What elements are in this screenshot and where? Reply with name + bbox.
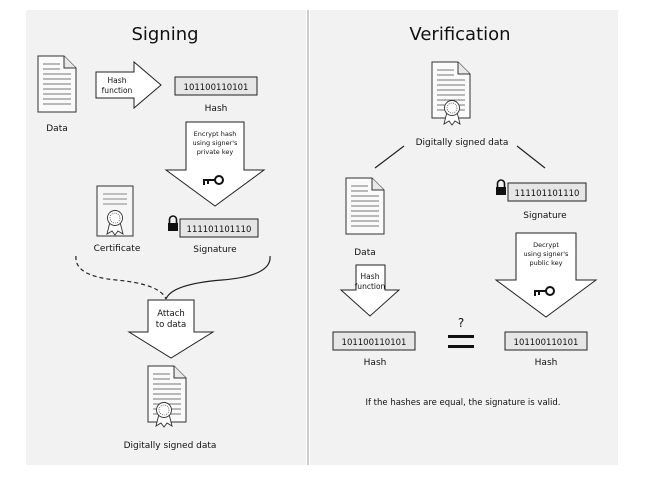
decrypt-line2: using signer's	[524, 250, 570, 258]
encrypt-line3: private key	[197, 148, 234, 156]
signing-signature-value: 111101101110	[187, 225, 252, 235]
verify-hash-fn-line2: function	[355, 282, 386, 291]
split-line-right	[516, 145, 546, 169]
signing-title: Signing	[131, 24, 198, 45]
decrypt-arrow	[494, 232, 598, 318]
encrypt-arrow	[164, 121, 266, 207]
signing-data-label: Data	[46, 124, 68, 134]
verify-hash-fn-line1: Hash	[361, 272, 380, 281]
attach-line2: to data	[156, 320, 186, 330]
compare-question: ?	[458, 316, 464, 330]
verify-signature-box	[507, 182, 587, 202]
signing-hash-fn-line1: Hash	[108, 76, 127, 85]
signing-hash-fn-line2: function	[102, 86, 133, 95]
verify-hash-right-box	[504, 331, 588, 351]
attach-arrow	[127, 299, 215, 359]
encrypt-line1: Encrypt hash	[194, 130, 237, 138]
split-line-left	[374, 145, 405, 169]
signing-hash-value: 101100110101	[184, 83, 249, 93]
decrypt-line3: public key	[529, 259, 562, 267]
verify-hash-right-value: 101100110101	[514, 338, 579, 348]
data-document-icon	[37, 55, 77, 113]
attach-line1: Attach	[157, 309, 185, 319]
encrypt-line2: using signer's	[193, 139, 239, 147]
signing-hash-label: Hash	[205, 104, 228, 114]
verify-signed-label: Digitally signed data	[416, 138, 509, 148]
certificate-label: Certificate	[94, 244, 141, 254]
verify-signature-label: Signature	[523, 211, 567, 221]
hash-function-arrow	[95, 60, 162, 110]
verify-signature-value: 111101101110	[515, 189, 580, 199]
signing-signature-label: Signature	[193, 245, 237, 255]
signing-signature-box	[179, 218, 259, 238]
verify-data-label: Data	[354, 248, 376, 258]
certificate-connector	[75, 255, 167, 300]
verify-hash-left-value: 101100110101	[342, 338, 407, 348]
verify-data-document-icon	[345, 177, 385, 235]
equals-bottom-bar	[448, 345, 474, 348]
decrypt-line1: Decrypt	[533, 241, 559, 249]
verify-hash-function-arrow	[339, 264, 401, 317]
verification-title: Verification	[409, 24, 510, 45]
signing-signed-label: Digitally signed data	[124, 441, 217, 451]
verify-hash-left-box	[332, 331, 416, 351]
signature-connector	[165, 255, 271, 300]
verify-hash-left-label: Hash	[364, 358, 387, 368]
verification-conclusion: If the hashes are equal, the signature i…	[365, 398, 560, 408]
equals-top-bar	[448, 335, 474, 338]
signing-hash-box	[174, 76, 258, 96]
verify-hash-right-label: Hash	[535, 358, 558, 368]
